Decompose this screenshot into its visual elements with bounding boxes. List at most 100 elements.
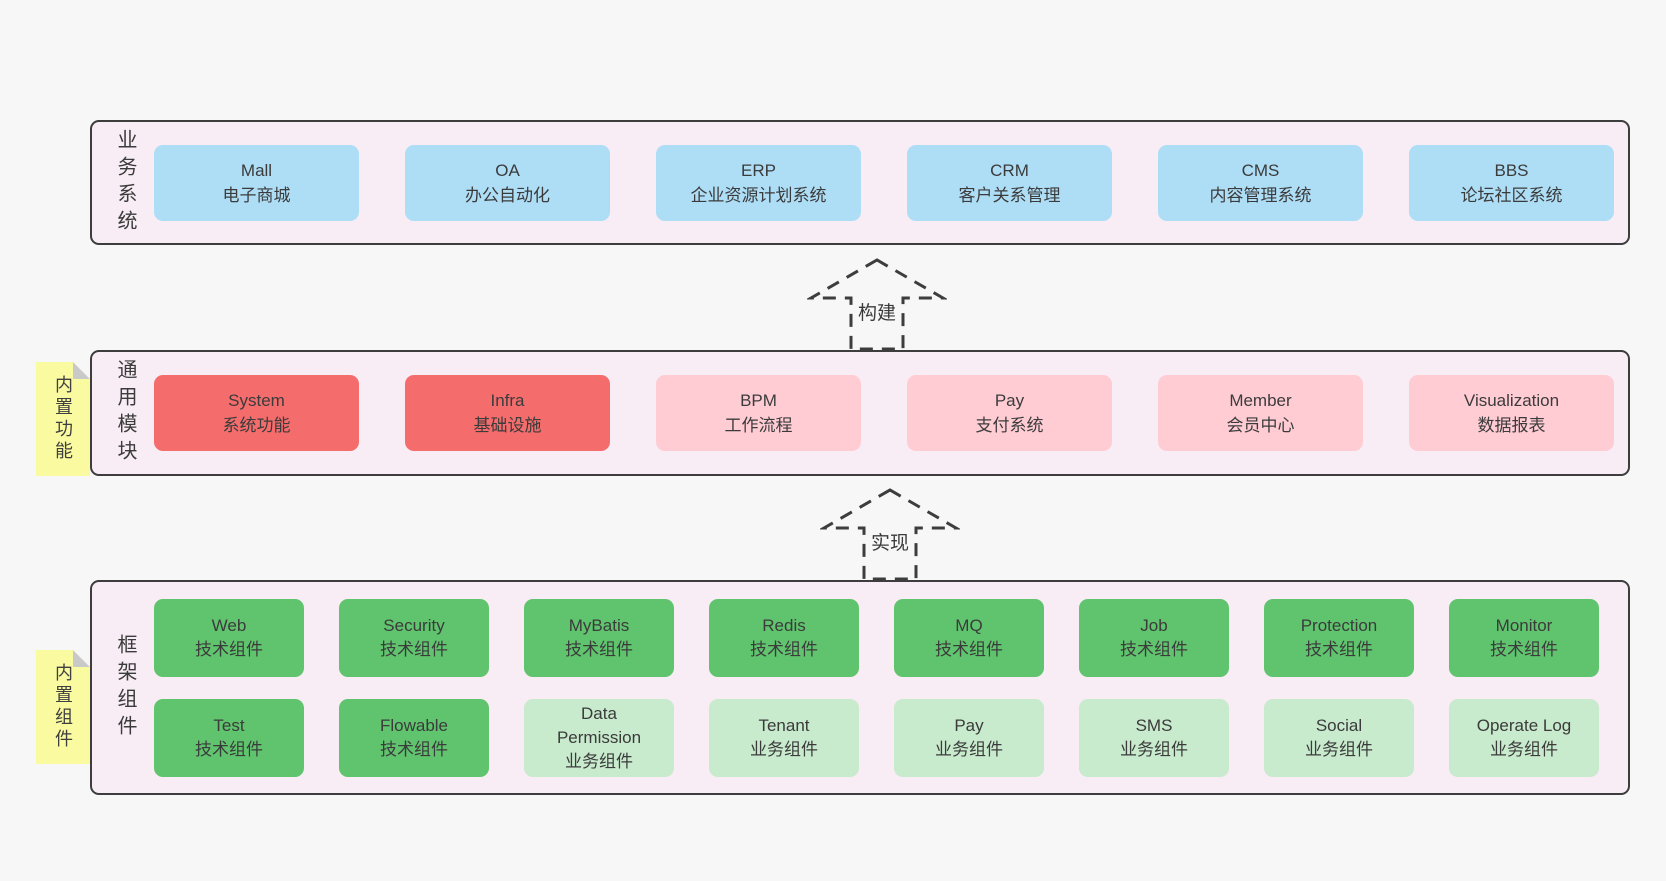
modules-boxes-row: System 系统功能 Infra 基础设施 BPM 工作流程 Pay 支付系统… bbox=[154, 375, 1614, 451]
box-title: Tenant bbox=[758, 715, 810, 735]
business-systems-panel: 业务系统 Mall 电子商城 OA 办公自动化 ERP 企业资源计划系统 CRM… bbox=[90, 120, 1630, 245]
box-title: Flowable bbox=[379, 715, 449, 735]
box-title: Security bbox=[383, 615, 445, 635]
box-flowable: Flowable 技术组件 bbox=[339, 698, 489, 777]
box-title: Infra bbox=[490, 391, 525, 410]
box-subtitle: 论坛社区系统 bbox=[1460, 185, 1563, 205]
box-test: Test 技术组件 bbox=[154, 698, 304, 777]
common-modules-panel: 通用模块 System 系统功能 Infra 基础设施 BPM 工作流程 Pay… bbox=[90, 350, 1630, 476]
build-arrow: 构建 bbox=[807, 257, 947, 352]
modules-panel-label: 通用模块 bbox=[114, 359, 136, 467]
box-subtitle: 技术组件 bbox=[1120, 639, 1188, 659]
box-subtitle: 内容管理系统 bbox=[1209, 185, 1312, 205]
box-protection: Protection 技术组件 bbox=[1264, 598, 1414, 677]
box-title: OA bbox=[495, 160, 520, 180]
box-infra: Infra 基础设施 bbox=[405, 375, 610, 451]
box-title: Social bbox=[1315, 715, 1363, 735]
framework-panel-label: 框架组件 bbox=[114, 633, 136, 742]
folded-corner-icon bbox=[73, 650, 90, 667]
box-subtitle: 会员中心 bbox=[1226, 416, 1295, 435]
box-monitor: Monitor 技术组件 bbox=[1449, 598, 1599, 677]
box-subtitle: 技术组件 bbox=[750, 639, 818, 659]
box-redis: Redis 技术组件 bbox=[709, 598, 859, 677]
box-social: Social 业务组件 bbox=[1264, 698, 1414, 777]
box-job: Job 技术组件 bbox=[1079, 598, 1229, 677]
box-title: Member bbox=[1229, 391, 1292, 410]
box-title: Web bbox=[211, 615, 247, 635]
box-pay: Pay 支付系统 bbox=[907, 375, 1112, 451]
box-title: CMS bbox=[1241, 160, 1280, 180]
box-title: BPM bbox=[740, 391, 777, 410]
box-title: Visualization bbox=[1463, 391, 1560, 410]
box-title: Redis bbox=[762, 615, 806, 635]
box-tenant: Tenant 业务组件 bbox=[709, 698, 859, 777]
box-subtitle: 系统功能 bbox=[222, 416, 291, 435]
box-subtitle: 技术组件 bbox=[565, 639, 633, 659]
box-subtitle: 技术组件 bbox=[935, 639, 1003, 659]
folded-corner-icon bbox=[73, 362, 90, 379]
box-title: Pay bbox=[994, 391, 1025, 410]
box-subtitle: 业务组件 bbox=[1120, 739, 1188, 759]
box-subtitle: 企业资源计划系统 bbox=[690, 185, 827, 205]
box-cms: CMS 内容管理系统 bbox=[1158, 144, 1363, 221]
box-oa: OA 办公自动化 bbox=[405, 144, 610, 221]
builtin-components-note: 内置组件 bbox=[36, 650, 90, 764]
framework-row-2: Test 技术组件 Flowable 技术组件 Data Permission … bbox=[154, 698, 1599, 777]
box-subtitle: 业务组件 bbox=[750, 739, 818, 759]
framework-rows: Web 技术组件 Security 技术组件 MyBatis 技术组件 Redi… bbox=[154, 598, 1599, 777]
framework-components-panel: 框架组件 Web 技术组件 Security 技术组件 MyBatis 技术组件… bbox=[90, 580, 1630, 795]
builtin-functions-note: 内置功能 bbox=[36, 362, 90, 476]
box-sms: SMS 业务组件 bbox=[1079, 698, 1229, 777]
box-subtitle: 技术组件 bbox=[380, 739, 448, 759]
box-subtitle: 工作流程 bbox=[724, 416, 793, 435]
box-security: Security 技术组件 bbox=[339, 598, 489, 677]
box-title: SMS bbox=[1135, 715, 1173, 735]
box-erp: ERP 企业资源计划系统 bbox=[656, 144, 861, 221]
business-boxes-row: Mall 电子商城 OA 办公自动化 ERP 企业资源计划系统 CRM 客户关系… bbox=[154, 144, 1614, 221]
box-visualization: Visualization 数据报表 bbox=[1409, 375, 1614, 451]
box-subtitle: 支付系统 bbox=[975, 416, 1044, 435]
box-subtitle: 技术组件 bbox=[1305, 639, 1373, 659]
box-data-permission: Data Permission 业务组件 bbox=[524, 698, 674, 777]
box-title: System bbox=[228, 391, 285, 410]
box-title: ERP bbox=[741, 160, 776, 180]
box-title: MQ bbox=[955, 615, 983, 635]
build-arrow-label: 构建 bbox=[854, 297, 900, 326]
box-title: Monitor bbox=[1495, 615, 1553, 635]
box-system: System 系统功能 bbox=[154, 375, 359, 451]
box-operate-log: Operate Log 业务组件 bbox=[1449, 698, 1599, 777]
box-subtitle: 客户关系管理 bbox=[958, 185, 1061, 205]
box-title: Data Permission bbox=[556, 703, 642, 747]
box-subtitle: 办公自动化 bbox=[465, 185, 550, 205]
box-mybatis: MyBatis 技术组件 bbox=[524, 598, 674, 677]
box-subtitle: 业务组件 bbox=[565, 751, 633, 771]
box-subtitle: 业务组件 bbox=[1305, 739, 1373, 759]
note-text: 内置组件 bbox=[53, 663, 73, 751]
business-panel-label: 业务系统 bbox=[114, 128, 136, 237]
box-bpm: BPM 工作流程 bbox=[656, 375, 861, 451]
box-subtitle: 业务组件 bbox=[1490, 739, 1558, 759]
box-subtitle: 电子商城 bbox=[222, 185, 291, 205]
implement-arrow: 实现 bbox=[820, 487, 960, 582]
box-crm: CRM 客户关系管理 bbox=[907, 144, 1112, 221]
implement-arrow-label: 实现 bbox=[867, 527, 913, 556]
box-title: BBS bbox=[1494, 160, 1529, 180]
framework-row-1: Web 技术组件 Security 技术组件 MyBatis 技术组件 Redi… bbox=[154, 598, 1599, 677]
box-subtitle: 技术组件 bbox=[1490, 639, 1558, 659]
box-title: Pay bbox=[954, 715, 984, 735]
box-subtitle: 数据报表 bbox=[1477, 416, 1546, 435]
box-title: CRM bbox=[990, 160, 1029, 180]
box-title: Test bbox=[213, 715, 245, 735]
box-title: MyBatis bbox=[568, 615, 630, 635]
box-title: Job bbox=[1140, 615, 1168, 635]
box-subtitle: 技术组件 bbox=[195, 739, 263, 759]
box-subtitle: 技术组件 bbox=[195, 639, 263, 659]
box-pay-component: Pay 业务组件 bbox=[894, 698, 1044, 777]
box-bbs: BBS 论坛社区系统 bbox=[1409, 144, 1614, 221]
box-mall: Mall 电子商城 bbox=[154, 144, 359, 221]
box-title: Protection bbox=[1300, 615, 1378, 635]
box-title: Operate Log bbox=[1476, 715, 1572, 735]
box-member: Member 会员中心 bbox=[1158, 375, 1363, 451]
box-subtitle: 基础设施 bbox=[473, 416, 542, 435]
